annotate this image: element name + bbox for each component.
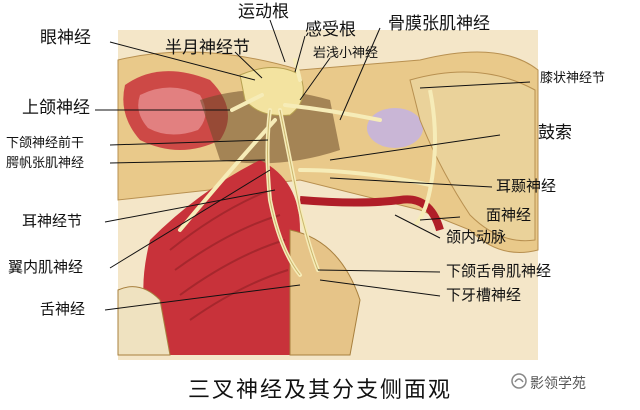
label-facial-nerve: 面神经 [486,206,532,224]
orbit-inner [138,87,206,135]
label-otic-ganglion: 耳神经节 [22,212,83,230]
label-geniculate-ganglion: 膝状神经节 [540,71,606,86]
figure-caption: 三叉神经及其分支侧面观 [187,378,452,403]
leader-lines [95,19,531,311]
maxillary-artery [299,195,444,232]
label-chorda-tympani: 鼓索 [538,123,572,143]
label-tensor-veli-palatini-nerve: 腭帆张肌神经 [6,156,85,171]
label-semilunar-ganglion: 半月神经节 [165,38,250,58]
label-mandibular-anterior-trunk: 下颌神经前干 [6,136,85,151]
tympanic-cavity [367,108,423,148]
label-lesser-petrosal-nerve: 岩浅小神经 [313,46,379,61]
pterygoid-muscle [143,160,304,355]
watermark-logo-icon [511,373,527,389]
ear-bone-region [409,71,536,242]
nerve-outlines [267,109,319,276]
label-mylohyoid-nerve: 下颌舌骨肌神经 [446,262,552,280]
label-inferior-alveolar-nerve: 下牙槽神经 [446,286,522,304]
label-auriculotemporal-nerve: 耳颞神经 [496,177,557,195]
label-maxillary-artery: 颌内动脉 [446,228,507,246]
watermark-text: 影领学苑 [530,376,586,392]
label-ophthalmic-nerve: 眼神经 [40,28,91,48]
facial-nerve-path [413,89,437,227]
muscle-fibers [169,189,289,321]
label-medial-pterygoid-nerve: 翼内肌神经 [8,258,84,276]
label-tensor-tympani-nerve: 骨膜张肌神经 [388,14,490,34]
label-maxillary-nerve: 上颌神经 [22,98,90,118]
label-motor-root: 运动根 [238,2,289,22]
label-lingual-nerve: 舌神经 [40,300,86,318]
label-sensory-root: 感受根 [305,20,356,40]
